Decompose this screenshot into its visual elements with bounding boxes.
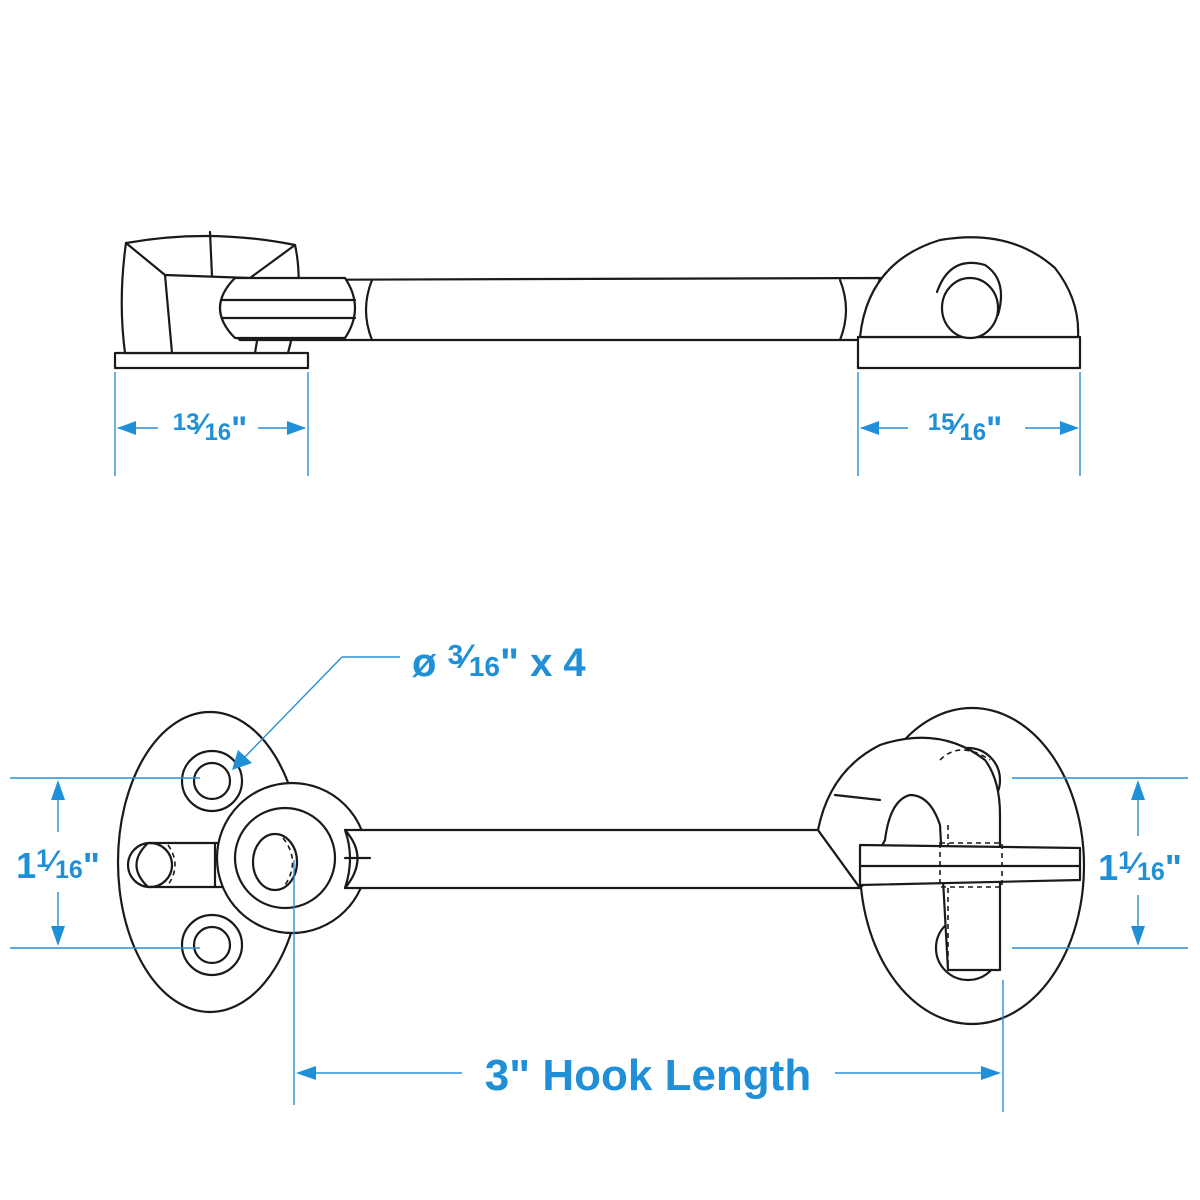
hook-length-arrow-start <box>296 1066 316 1080</box>
left-base-width-label: 13⁄16" <box>173 408 248 448</box>
hook-length-label: 3" Hook Length <box>485 1051 811 1100</box>
left-top-hole-inner <box>192 761 232 801</box>
right-base-arrow-start <box>860 421 879 435</box>
hook-length-arrow-end <box>981 1066 1001 1080</box>
right-hole-spacing-dimension: 11⁄16" <box>1012 777 1188 949</box>
right-eye-loop-hidden <box>939 749 1001 970</box>
left-base-dimension: 13⁄16" <box>114 372 309 476</box>
left-base-arrow-end <box>287 421 306 435</box>
right-eye-loop <box>816 736 1002 972</box>
hook-hub-pin <box>251 832 299 892</box>
left-slot-pin <box>126 841 174 889</box>
left-spacing-arrow-top <box>51 780 65 800</box>
left-base-arrow-start <box>117 421 136 435</box>
left-base-plate <box>113 351 310 370</box>
hook-arm <box>343 828 862 890</box>
side-view <box>113 230 1082 370</box>
right-base-plate <box>856 335 1082 370</box>
right-base-arrow-end <box>1060 421 1079 435</box>
hook-hub-pin-hidden <box>282 837 294 889</box>
left-slot-pin-hidden <box>167 844 176 886</box>
hook-eye-end <box>219 276 356 340</box>
left-bottom-hole-outer <box>180 913 244 977</box>
right-eye-pin <box>940 276 1000 340</box>
right-spacing-arrow-top <box>1131 780 1145 800</box>
right-hole-spacing-label: 11⁄16" <box>1098 847 1182 888</box>
hook-arm-neck <box>343 828 372 890</box>
hole-diameter-label: ø 3⁄16" x 4 <box>412 638 586 685</box>
right-base-dimension: 15⁄16" <box>857 372 1081 476</box>
top-view <box>116 706 1086 1026</box>
hook-shank-bevel-lines <box>364 278 848 342</box>
hook-hub-ring <box>233 806 337 910</box>
left-knuckle-facet-lines <box>124 230 297 355</box>
hole-callout: ø 3⁄16" x 4 <box>232 638 586 770</box>
right-base-width-label: 15⁄16" <box>928 408 1003 448</box>
hole-callout-arrow <box>232 750 252 770</box>
hook-eye-highlight <box>220 298 357 320</box>
right-spacing-arrow-bottom <box>1131 926 1145 946</box>
hook-length-dimension: 3" Hook Length <box>293 860 1004 1112</box>
left-spacing-arrow-bottom <box>51 926 65 946</box>
left-hole-spacing-label: 11⁄16" <box>16 845 100 886</box>
left-bottom-hole-inner <box>192 925 232 965</box>
right-eye-pin-loop <box>935 261 1003 317</box>
left-top-hole-outer <box>180 749 244 813</box>
